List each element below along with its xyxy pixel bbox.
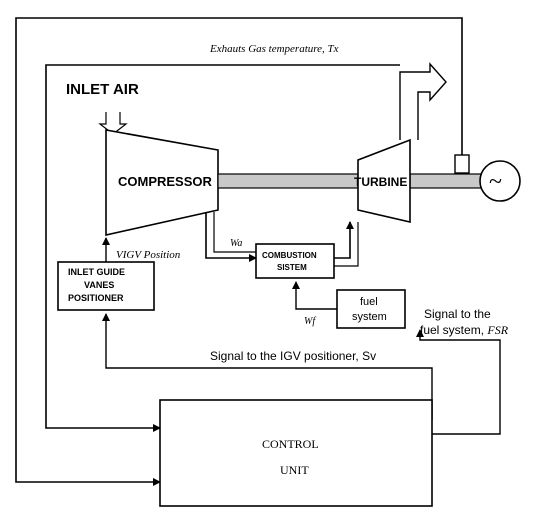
shaft-compressor-turbine: [217, 173, 359, 189]
generator-symbol: ~: [489, 169, 502, 195]
vigv-position-label: VIGV Position: [116, 249, 181, 261]
combustion-system-box: [255, 243, 335, 279]
igv-label-line1: INLET GUIDE: [68, 267, 125, 277]
temperature-sensor: [454, 154, 470, 174]
turbine-body: [357, 138, 411, 224]
outer-temperature-loop: [15, 17, 463, 486]
igv-label-line3: POSITIONER: [68, 293, 124, 303]
exhaust-stack: [399, 62, 447, 140]
hot-gas-to-turbine: [334, 221, 354, 259]
compressor-label: COMPRESSOR: [118, 174, 213, 189]
air-flow-to-combustion-inner: [213, 212, 256, 253]
inlet-air-label: INLET AIR: [66, 81, 139, 98]
hot-gas-to-turbine-inner: [334, 222, 359, 267]
wf-label: Wf: [304, 316, 316, 327]
igv-positioner-box: [57, 261, 155, 311]
fuel-flow-line: [292, 281, 337, 310]
air-flow-to-combustion: [205, 212, 257, 262]
igv-signal-line: [102, 313, 433, 420]
fsr-signal-prefix: fuel system,: [420, 323, 487, 337]
control-unit-label-line2: UNIT: [280, 463, 309, 477]
fsr-signal-label-line2: fuel system, FSR: [420, 323, 509, 337]
wa-label: Wa: [230, 238, 242, 249]
fsr-signal-italic: FSR: [486, 323, 508, 337]
combustion-label-line1: COMBUSTION: [262, 251, 317, 260]
turbine-label: TURBINE: [354, 175, 407, 189]
combustion-label-line2: SISTEM: [277, 263, 307, 272]
exhaust-temp-label: Exhauts Gas temperature, Tx: [209, 43, 339, 55]
exhaust-temp-line: [45, 64, 400, 432]
generator-circle: [479, 160, 521, 202]
control-unit-box: [159, 399, 433, 507]
fsr-signal-line: [416, 329, 501, 435]
fuel-system-box: [336, 289, 406, 329]
fuel-system-label-line1: fuel: [360, 296, 378, 308]
fuel-system-label-line2: system: [352, 311, 387, 323]
control-unit-label-line1: CONTROL: [262, 437, 319, 451]
compressor-body: [105, 129, 219, 236]
igv-signal-label: Signal to the IGV positioner, Sv: [210, 349, 376, 363]
fsr-signal-label-line1: Signal to the: [424, 307, 491, 321]
igv-label-line2: VANES: [84, 280, 114, 290]
shaft-turbine-generator: [409, 173, 483, 189]
